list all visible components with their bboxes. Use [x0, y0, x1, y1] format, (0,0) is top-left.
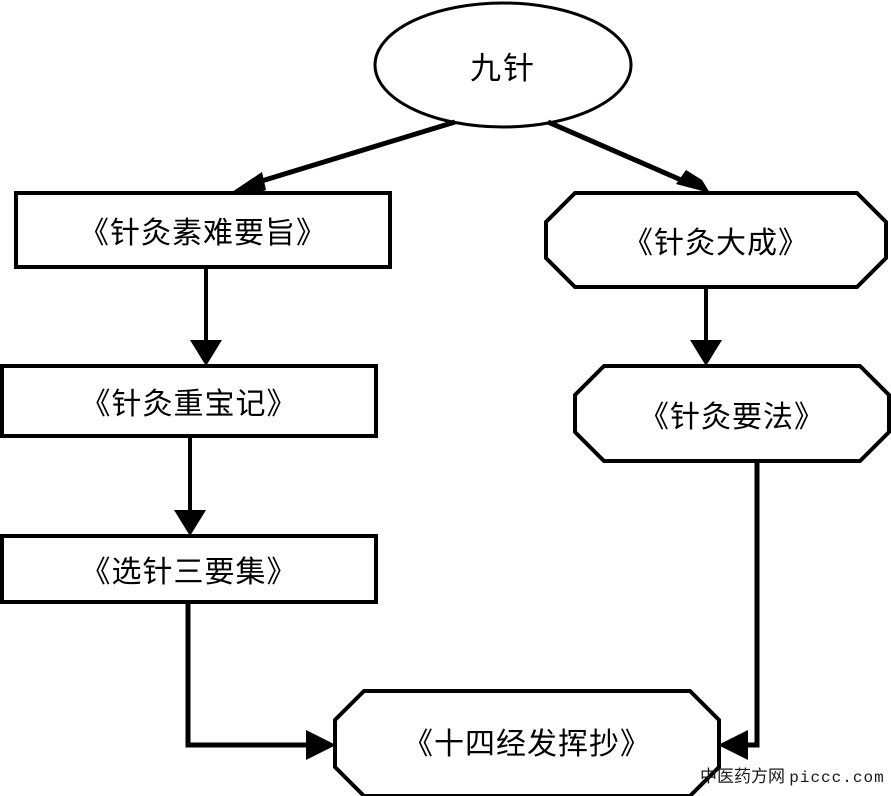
watermark: 中医药方网 piccc.com — [700, 762, 885, 787]
node-n2-shape[interactable] — [544, 191, 888, 289]
node-n1-shape[interactable] — [14, 191, 392, 269]
edge-n1-to-n3 — [190, 267, 222, 366]
edge-n2-to-n4 — [690, 287, 722, 366]
edge-root-to-n1 — [232, 119, 456, 195]
edge-root-to-n2 — [547, 119, 710, 193]
node-n4-shape[interactable] — [573, 364, 891, 463]
watermark-site-name: 中医药方网 — [700, 767, 785, 786]
node-n5-shape[interactable] — [0, 534, 378, 604]
node-n6-shape[interactable] — [333, 689, 721, 796]
edge-n5-to-n6 — [185, 602, 336, 760]
edge-n4-to-n6 — [718, 461, 760, 760]
node-root-shape[interactable] — [373, 1, 633, 129]
edge-n3-to-n5 — [174, 436, 206, 536]
watermark-domain: piccc.com — [789, 769, 885, 787]
node-n3-shape[interactable] — [0, 364, 378, 438]
